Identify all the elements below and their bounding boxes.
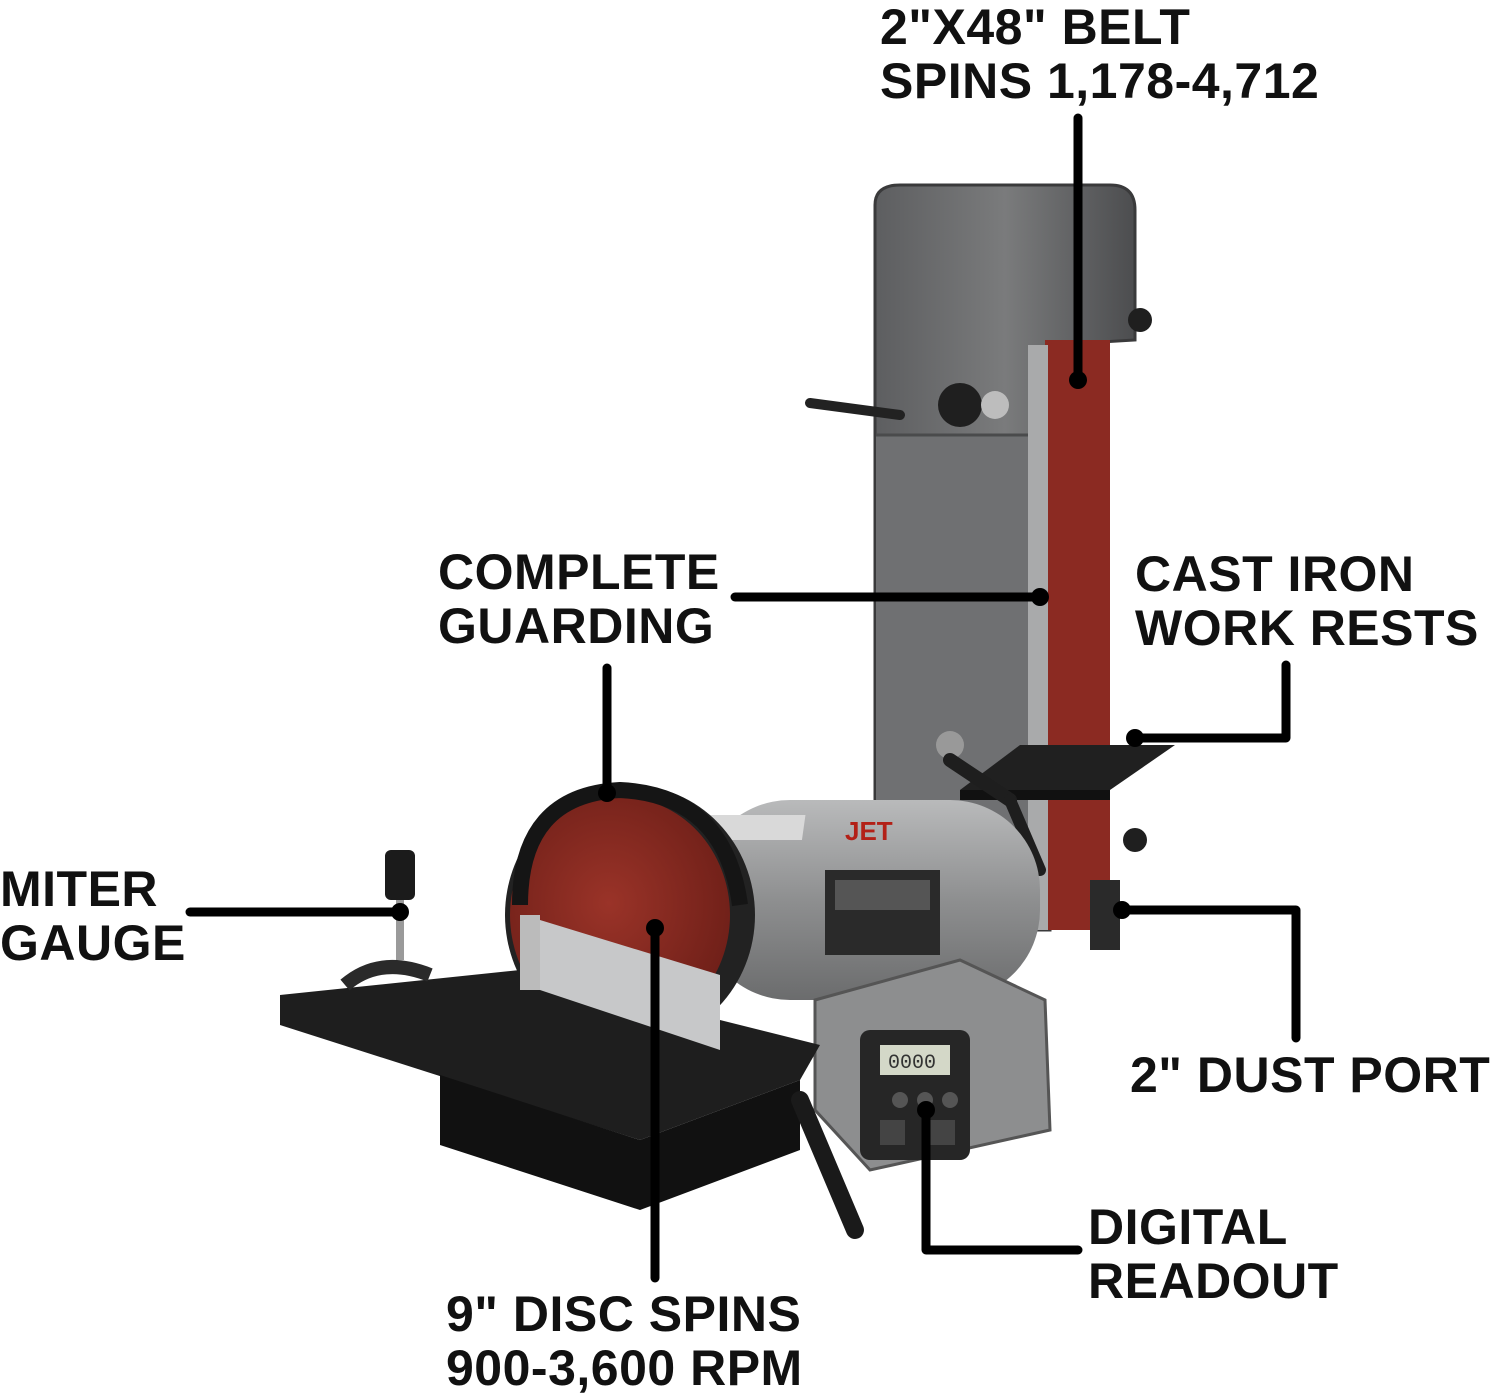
leader-dot-miter [391, 903, 409, 921]
leader-dot-guarding-disc [598, 784, 616, 802]
callout-disc-line1: 9" DISC SPINS [446, 1286, 802, 1342]
tension-knobs [805, 308, 1152, 427]
callout-readout-line2: READOUT [1088, 1253, 1339, 1309]
jet-logo: JET [845, 816, 893, 846]
callout-guarding-line2: GUARDING [438, 598, 715, 654]
leader-dot-belt [1069, 371, 1087, 389]
disc-work-table [280, 915, 864, 1239]
leader-dust-port [1117, 905, 1301, 1043]
callout-belt: 2"x48" BELT SPINS 1,178-4,712 [880, 0, 1319, 108]
callout-belt-line1: 2"x48" BELT [880, 0, 1191, 55]
callout-dust-port: 2" DUST PORT [1130, 1048, 1490, 1102]
callout-disc-line2: 900-3,600 RPM [446, 1340, 803, 1396]
leader-dot-guarding [1031, 588, 1049, 606]
leader-dot-work-rests [1126, 729, 1144, 747]
motor: JET [681, 800, 1040, 1000]
leader-work-rests [1130, 660, 1291, 743]
callout-miter: MITER GAUGE [0, 862, 186, 970]
belt-work-rest [936, 731, 1175, 876]
callout-readout-line1: DIGITAL [1088, 1199, 1288, 1255]
leader-readout [921, 1105, 1083, 1255]
digital-display: 0000 [888, 1052, 936, 1075]
callout-guarding-line1: COMPLETE [438, 544, 720, 600]
callout-belt-line2: SPINS 1,178-4,712 [880, 53, 1320, 109]
callout-guarding: COMPLETE GUARDING [438, 545, 720, 653]
callout-miter-line2: GAUGE [0, 915, 186, 971]
leader-dot-disc [646, 919, 664, 937]
callout-work-rests-line2: WORK RESTS [1135, 600, 1479, 656]
callout-disc: 9" DISC SPINS 900-3,600 RPM [446, 1287, 803, 1395]
callout-dust-port-line1: 2" DUST PORT [1130, 1047, 1491, 1103]
callout-readout: DIGITAL READOUT [1088, 1200, 1339, 1308]
callout-miter-line1: MITER [0, 861, 159, 917]
leader-dot-dust-port [1113, 901, 1131, 919]
base-housing: 0000 [813, 958, 1052, 1172]
callout-work-rests: CAST IRON WORK RESTS [1135, 547, 1479, 655]
callout-work-rests-line1: CAST IRON [1135, 546, 1415, 602]
leader-dot-readout [917, 1101, 935, 1119]
